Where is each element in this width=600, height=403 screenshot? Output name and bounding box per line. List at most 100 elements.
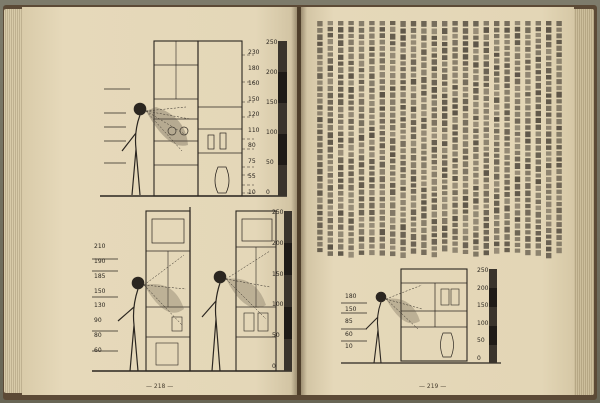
text-glyph bbox=[317, 216, 323, 221]
text-glyph bbox=[390, 86, 396, 91]
text-glyph bbox=[358, 53, 365, 60]
text-glyph bbox=[379, 33, 385, 38]
text-glyph bbox=[535, 50, 541, 56]
text-glyph bbox=[462, 28, 469, 34]
text-glyph bbox=[348, 232, 354, 237]
text-glyph bbox=[369, 58, 375, 65]
text-glyph bbox=[338, 178, 344, 183]
text-glyph bbox=[317, 41, 323, 46]
text-glyph bbox=[504, 96, 510, 102]
text-glyph bbox=[535, 124, 541, 130]
text-glyph bbox=[410, 120, 417, 125]
text-glyph bbox=[525, 65, 531, 71]
text-glyph bbox=[400, 98, 406, 104]
text-glyph bbox=[410, 183, 417, 188]
text-glyph bbox=[379, 106, 385, 111]
text-glyph bbox=[317, 149, 323, 154]
text-glyph bbox=[504, 83, 510, 89]
height-label-190: 190 bbox=[94, 257, 106, 265]
text-glyph bbox=[442, 154, 448, 159]
text-glyph bbox=[327, 244, 333, 250]
text-glyph bbox=[400, 35, 406, 41]
text-glyph bbox=[494, 215, 500, 220]
text-glyph bbox=[556, 45, 562, 51]
text-glyph bbox=[535, 104, 541, 110]
text-glyph bbox=[379, 39, 385, 45]
text-glyph bbox=[317, 129, 323, 135]
text-glyph bbox=[358, 229, 365, 235]
text-glyph bbox=[369, 196, 375, 202]
text-glyph bbox=[410, 126, 417, 133]
text-glyph bbox=[327, 72, 333, 77]
text-glyph bbox=[400, 160, 406, 166]
text-glyph bbox=[452, 196, 458, 202]
text-glyph bbox=[504, 129, 510, 135]
text-glyph bbox=[462, 168, 469, 175]
scale-label-200: 200 bbox=[266, 69, 278, 76]
text-glyph bbox=[410, 189, 417, 194]
text-glyph bbox=[525, 223, 531, 229]
text-glyph bbox=[390, 125, 396, 131]
text-glyph bbox=[369, 177, 375, 183]
text-glyph bbox=[556, 145, 562, 150]
text-glyph bbox=[556, 241, 562, 247]
text-glyph bbox=[556, 214, 562, 221]
text-glyph bbox=[400, 117, 406, 122]
text-glyph bbox=[431, 198, 437, 203]
text-glyph bbox=[504, 174, 510, 179]
text-glyph bbox=[442, 179, 448, 184]
text-glyph bbox=[494, 65, 500, 70]
text-glyph bbox=[473, 146, 479, 152]
text-glyph bbox=[431, 28, 437, 35]
text-glyph bbox=[348, 171, 354, 177]
text-glyph bbox=[535, 237, 541, 242]
text-glyph bbox=[442, 99, 448, 105]
text-glyph bbox=[535, 199, 541, 204]
text-glyph bbox=[317, 54, 323, 60]
text-glyph bbox=[358, 40, 365, 46]
text-glyph bbox=[400, 148, 406, 154]
text-glyph bbox=[390, 106, 396, 112]
text-glyph bbox=[504, 21, 510, 26]
text-glyph bbox=[369, 94, 375, 100]
scale-label-250: 250 bbox=[477, 267, 489, 274]
text-glyph bbox=[473, 115, 479, 121]
text-glyph bbox=[546, 34, 552, 41]
text-glyph bbox=[379, 143, 385, 149]
text-glyph bbox=[390, 99, 396, 105]
text-glyph bbox=[452, 97, 458, 103]
text-glyph bbox=[452, 215, 458, 222]
text-glyph bbox=[483, 82, 489, 87]
text-glyph bbox=[410, 53, 417, 58]
height-label-150: 150 bbox=[248, 95, 260, 103]
text-glyph bbox=[546, 131, 552, 137]
text-glyph bbox=[462, 86, 469, 92]
text-glyph bbox=[369, 171, 375, 176]
text-glyph bbox=[400, 85, 406, 91]
text-glyph bbox=[431, 35, 437, 40]
text-glyph bbox=[369, 126, 375, 131]
text-glyph bbox=[400, 123, 406, 128]
text-glyph bbox=[358, 250, 365, 255]
text-glyph bbox=[358, 176, 365, 181]
text-glyph bbox=[473, 153, 479, 160]
text-glyph bbox=[390, 41, 396, 46]
text-glyph bbox=[421, 213, 427, 219]
text-glyph bbox=[535, 75, 541, 82]
text-glyph bbox=[358, 34, 365, 39]
text-glyph bbox=[525, 85, 531, 91]
text-glyph bbox=[546, 183, 552, 189]
text-glyph bbox=[442, 245, 448, 252]
text-glyph bbox=[421, 162, 427, 169]
text-glyph bbox=[525, 152, 531, 157]
text-glyph bbox=[556, 27, 562, 32]
text-glyph bbox=[514, 125, 521, 131]
text-glyph bbox=[462, 195, 469, 201]
text-glyph bbox=[462, 21, 469, 27]
text-glyph bbox=[525, 158, 531, 163]
text-glyph bbox=[358, 134, 365, 141]
text-glyph bbox=[494, 34, 500, 39]
text-glyph bbox=[338, 184, 344, 190]
text-glyph bbox=[514, 144, 521, 150]
